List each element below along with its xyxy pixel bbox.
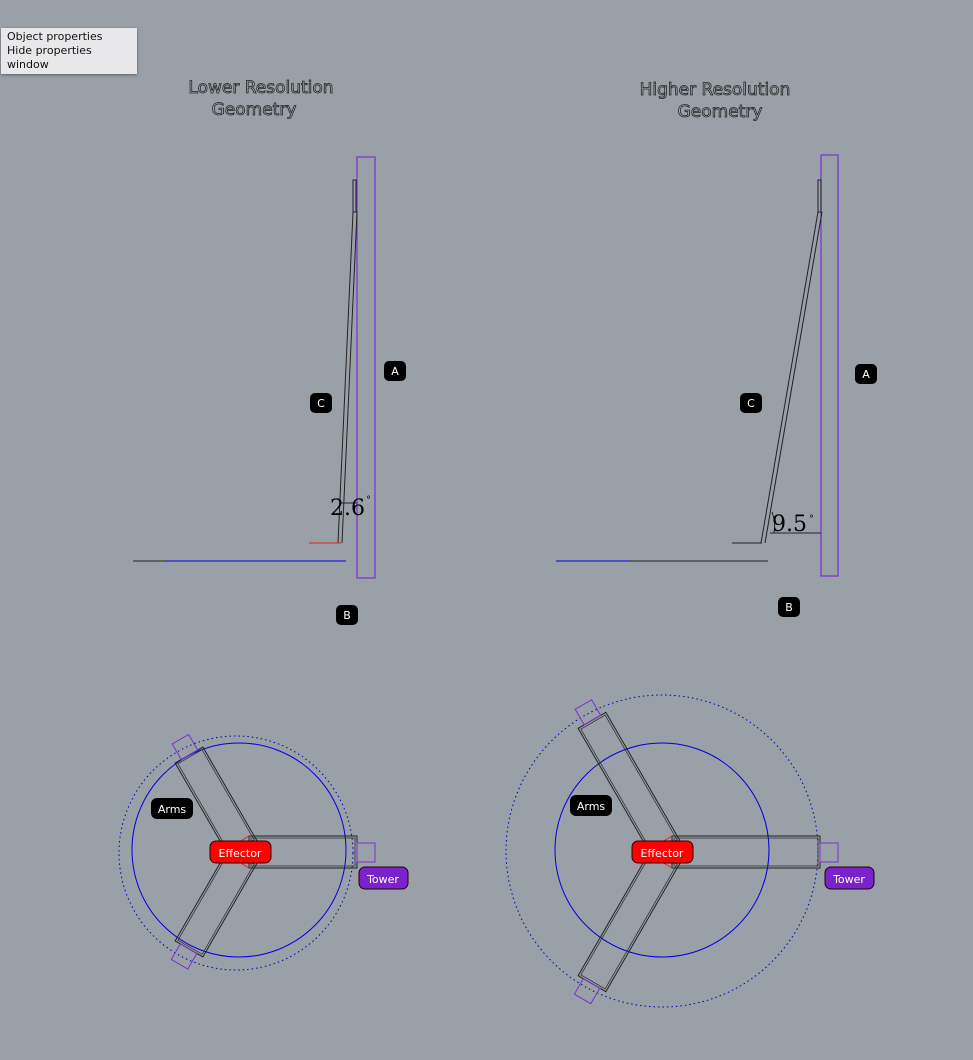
tower-block xyxy=(574,699,602,726)
svg-text:Tower: Tower xyxy=(832,873,865,886)
right-title-line2: Geometry xyxy=(678,102,763,122)
base-circle xyxy=(131,742,347,958)
tower-block xyxy=(356,842,376,863)
svg-text:Arms: Arms xyxy=(577,800,606,813)
left-side-view: 2.6 ° xyxy=(133,156,376,579)
carriage xyxy=(352,179,357,213)
arm-line xyxy=(760,211,819,544)
label-c-right: C xyxy=(740,393,762,413)
arm-1 xyxy=(574,699,681,863)
tower-rail xyxy=(356,156,376,579)
degree-symbol: ° xyxy=(366,495,371,506)
left-title-line1: Lower Resolution xyxy=(188,78,333,98)
label-arms-right: Arms xyxy=(570,795,612,816)
label-a-right: A xyxy=(855,364,877,384)
right-side-view: 9.5 ° xyxy=(556,154,839,577)
tower-block xyxy=(573,977,601,1005)
angle-value: 2.6 xyxy=(330,496,365,521)
label-c-left: C xyxy=(310,393,332,413)
svg-text:A: A xyxy=(391,365,399,378)
right-title-line1: Higher Resolution xyxy=(640,80,791,100)
angle-value: 9.5 xyxy=(772,512,807,537)
menu-item-hide-properties-window[interactable]: Hide properties window xyxy=(7,44,92,71)
left-top-view xyxy=(118,733,376,971)
menu-item-object-properties[interactable]: Object properties xyxy=(7,30,103,43)
base-circle xyxy=(554,742,770,958)
label-b-left: B xyxy=(336,605,358,625)
dotted-circle xyxy=(118,735,354,971)
tower-block xyxy=(171,733,199,761)
svg-text:B: B xyxy=(343,609,351,622)
svg-text:A: A xyxy=(862,368,870,381)
svg-text:Tower: Tower xyxy=(366,873,399,886)
arm-2 xyxy=(573,841,681,1005)
arm-line xyxy=(337,211,354,544)
svg-text:C: C xyxy=(747,397,755,410)
tower-block xyxy=(819,842,839,863)
svg-text:C: C xyxy=(317,397,325,410)
tower-rail xyxy=(820,154,839,577)
label-tower-left: Tower xyxy=(358,866,409,890)
label-a-left: A xyxy=(384,361,406,381)
label-tower-right: Tower xyxy=(824,866,875,890)
label-effector-right: Effector xyxy=(631,840,694,864)
label-effector-left: Effector xyxy=(209,840,272,864)
labels: C A B C A B Arms Effector Tower Arms Eff… xyxy=(151,361,877,890)
context-menu: Object properties Hide properties window xyxy=(1,28,137,74)
tower-block xyxy=(170,943,198,970)
svg-text:B: B xyxy=(785,601,793,614)
label-b-right: B xyxy=(778,597,800,617)
label-arms-left: Arms xyxy=(151,798,193,819)
degree-symbol: ° xyxy=(809,514,814,525)
svg-text:Effector: Effector xyxy=(219,847,262,860)
svg-text:Effector: Effector xyxy=(641,847,684,860)
carriage xyxy=(817,179,822,213)
left-title-line2: Geometry xyxy=(212,100,297,120)
svg-text:Arms: Arms xyxy=(158,803,187,816)
